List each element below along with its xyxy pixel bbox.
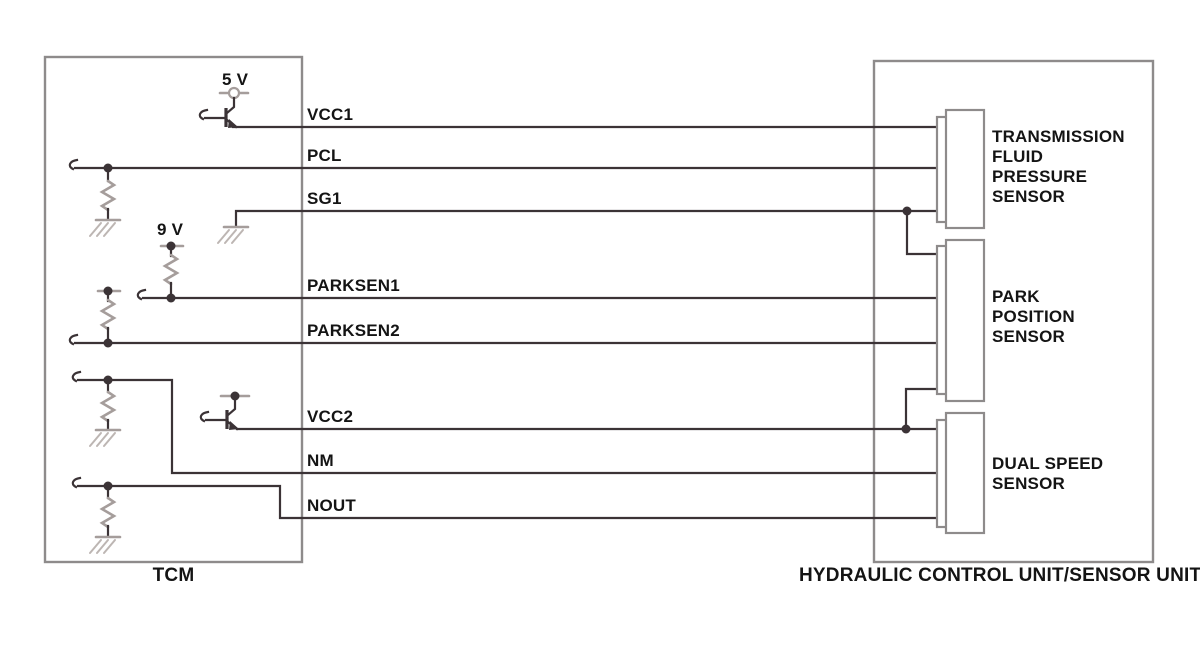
sensor-name-line: POSITION xyxy=(992,307,1075,326)
nm-pulldown-resistor xyxy=(88,375,122,448)
sensor-name-line: SENSOR xyxy=(992,474,1065,493)
pressure-sensor-connector xyxy=(935,108,986,230)
speed-sensor-connector xyxy=(935,411,986,535)
signal-label-pcl: PCL xyxy=(307,146,342,165)
wire-sg1 xyxy=(216,206,940,256)
sensor-name-line: SENSOR xyxy=(992,327,1065,346)
signal-label-parksen1: PARKSEN1 xyxy=(307,276,400,295)
sensor-name-line: DUAL SPEED xyxy=(992,454,1104,473)
hydraulic-unit-label: HYDRAULIC CONTROL UNIT/SENSOR UNIT xyxy=(799,565,1200,586)
pcl-pulldown-resistor xyxy=(88,163,122,238)
signal-label-nm: NM xyxy=(307,451,334,470)
wire-parksen1 xyxy=(136,288,940,301)
parksen2-supply-resistor xyxy=(96,286,122,348)
wire-pcl xyxy=(68,158,940,171)
signal-label-parksen2: PARKSEN2 xyxy=(307,321,400,340)
park-sensor-connector xyxy=(935,238,986,403)
sensor-name-line: SENSOR xyxy=(992,187,1065,206)
signal-label-sg1: SG1 xyxy=(307,189,342,208)
wire-nout xyxy=(71,476,940,520)
sensor-name-line: FLUID xyxy=(992,147,1044,166)
signal-label-vcc1: VCC1 xyxy=(307,105,354,124)
tcm-box xyxy=(43,55,304,564)
wire-parksen2 xyxy=(68,333,940,346)
park-sensor-name: PARK POSITION SENSOR xyxy=(992,287,1075,347)
sensor-name-line: TRANSMISSION xyxy=(992,127,1125,146)
supply-5v-label: 5 V xyxy=(222,70,249,89)
wire-vcc2 xyxy=(235,387,940,434)
parksen1-9v-supply-resistor xyxy=(159,241,185,303)
speed-sensor-name: DUAL SPEED SENSOR xyxy=(992,454,1103,494)
pressure-sensor-name: TRANSMISSION FLUID PRESSURE SENSOR xyxy=(992,127,1125,207)
hydraulic-unit-box xyxy=(872,59,1155,564)
wire-nm xyxy=(71,370,940,475)
vcc2-transistor xyxy=(199,391,251,431)
sensor-name-line: PARK xyxy=(992,287,1040,306)
signal-label-vcc2: VCC2 xyxy=(307,407,354,426)
supply-9v-label: 9 V xyxy=(157,220,184,239)
nout-pulldown-resistor xyxy=(88,481,122,555)
tcm-label: TCM xyxy=(152,565,195,586)
signal-label-nout: NOUT xyxy=(307,496,356,515)
vcc1-transistor xyxy=(198,86,250,129)
sensor-name-line: PRESSURE xyxy=(992,167,1088,186)
